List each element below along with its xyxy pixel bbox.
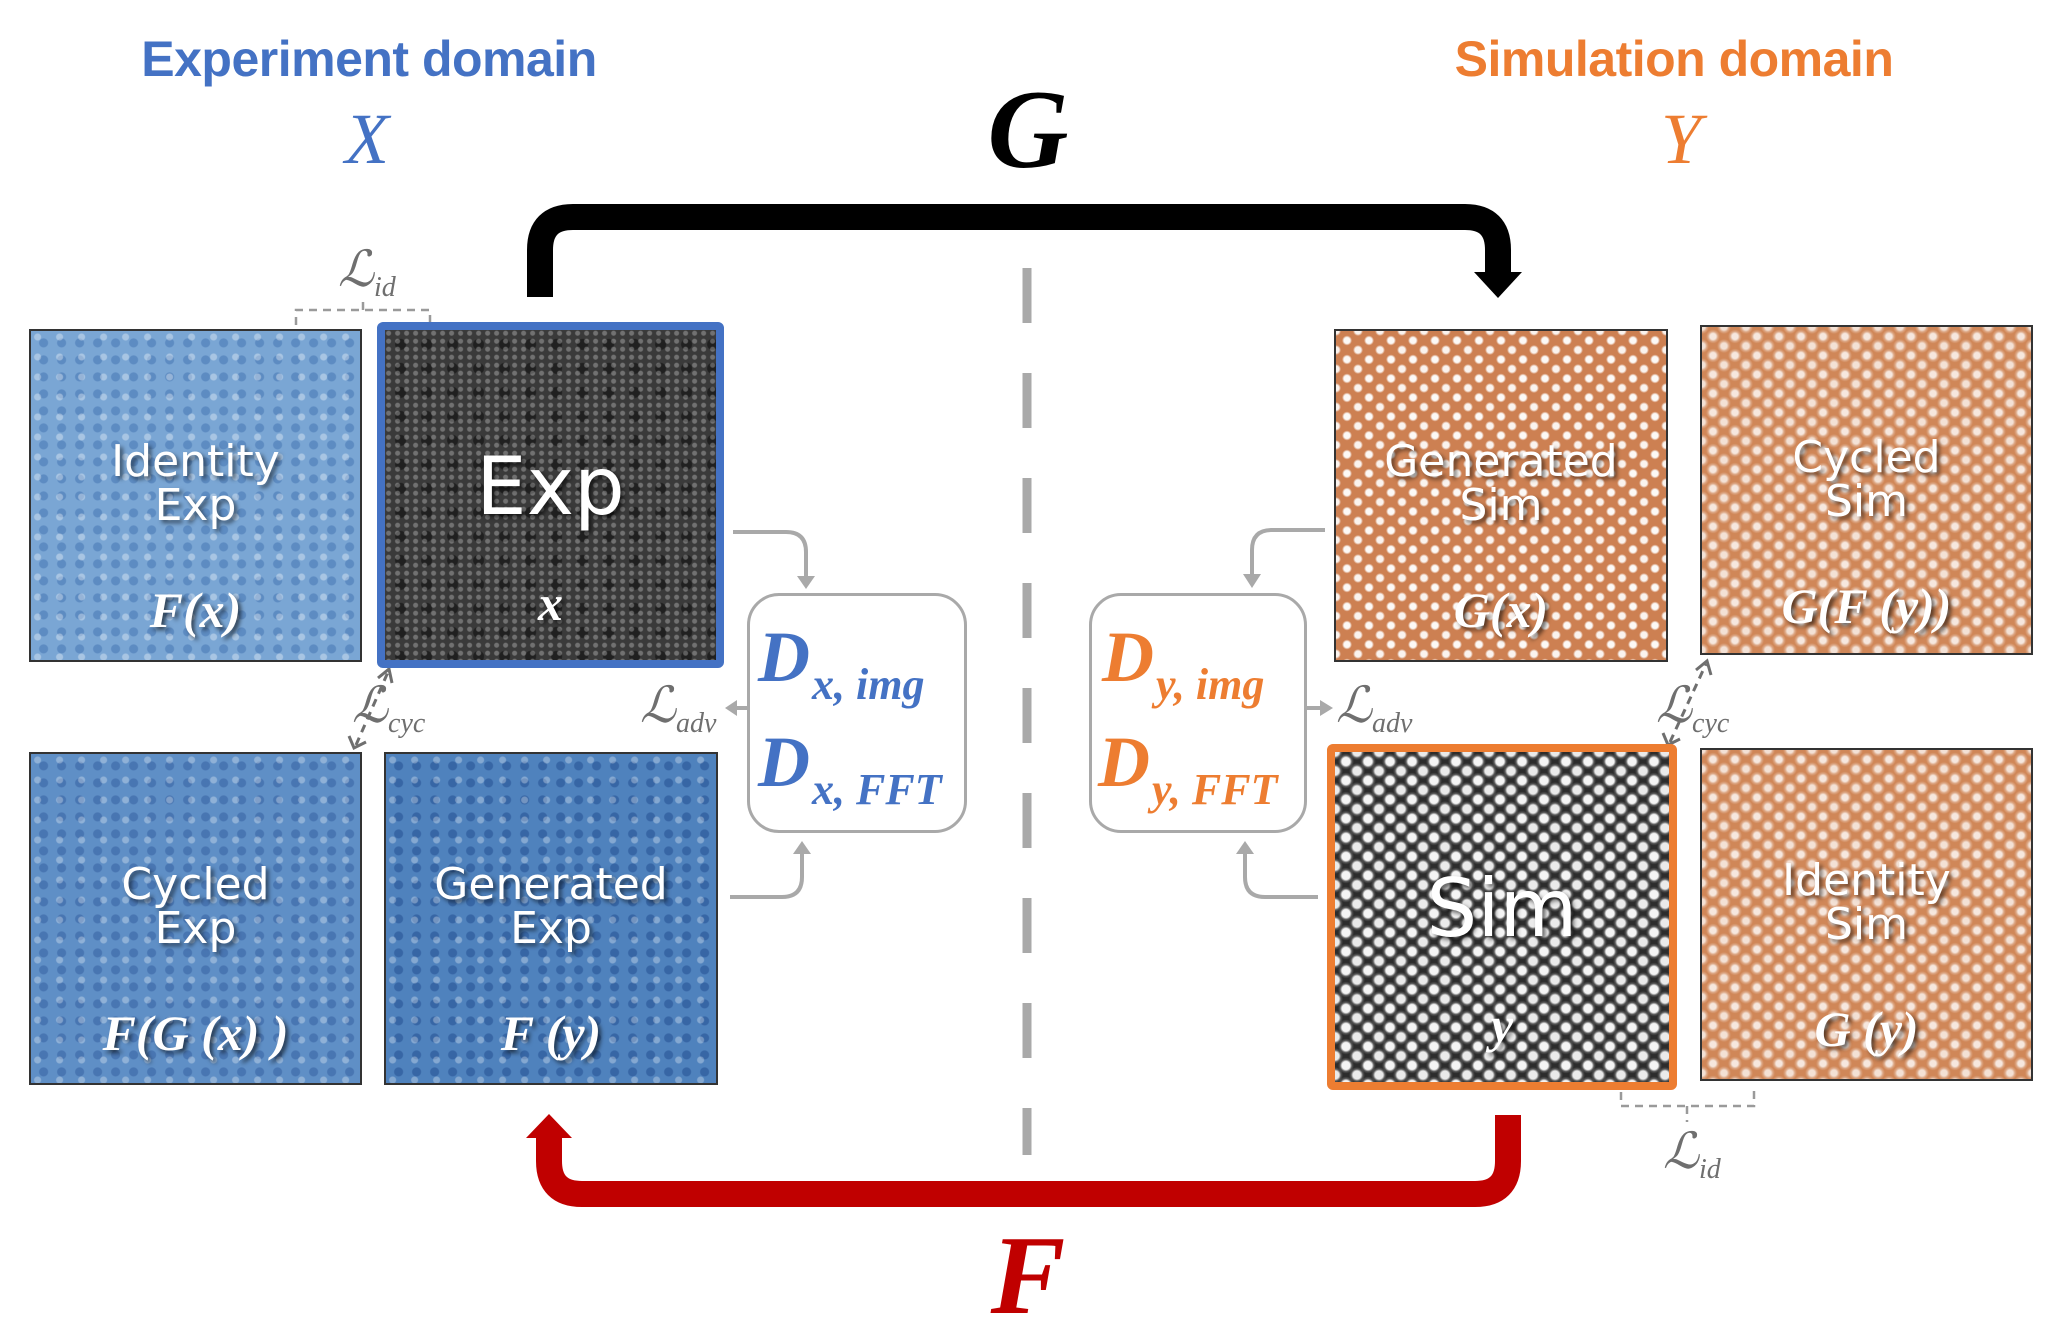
identity-loss-label-y: ℒid (1663, 1122, 1721, 1186)
loss-symbol: ℒ (1656, 676, 1693, 734)
generator-g-arrowhead (1474, 272, 1522, 298)
discriminator-x-box: Dx, img Dx, FFT (747, 593, 967, 833)
tile-title: Generated (434, 859, 668, 910)
cycle-loss-label-x: ℒcyc (352, 676, 425, 740)
cycle-loss-label-y: ℒcyc (1656, 676, 1729, 740)
tile-function: G (y) (1814, 1001, 1919, 1057)
loss-subscript: cyc (1692, 708, 1730, 739)
adversarial-loss-label-y: ℒadv (1336, 676, 1412, 740)
identity-loss-label-x: ℒid (338, 240, 396, 304)
tile-sim-input: Sim y (1327, 744, 1677, 1090)
tile-title: Identity (111, 436, 280, 487)
loss-symbol: ℒ (1663, 1122, 1700, 1180)
tile-subtitle: Exp (510, 903, 592, 954)
connector-gensim-to-dy (1250, 528, 1325, 576)
tile-subtitle: Exp (154, 903, 237, 954)
discriminator-subscript: x, img (812, 660, 925, 709)
loss-subscript: adv (676, 708, 717, 739)
loss-symbol: ℒ (338, 240, 375, 298)
adversarial-loss-label-x: ℒadv (640, 676, 716, 740)
cycle-loss-arrow-y (1668, 663, 1708, 743)
discriminator-subscript: y, img (1156, 660, 1265, 709)
connector-arrowhead (725, 700, 737, 716)
tile-generated-sim: Generated Sim G(x) (1334, 329, 1668, 662)
simulation-domain-variable: Y (1660, 99, 1702, 179)
tile-title: Identity (1782, 855, 1951, 906)
tile-title: Generated (1384, 436, 1618, 487)
connector-arrowhead (1243, 574, 1261, 588)
tile-subtitle: Sim (1459, 480, 1543, 531)
tile-title: Exp (476, 440, 625, 533)
tile-function: F(x) (149, 582, 242, 638)
cycle-arrowhead (1695, 658, 1713, 676)
discriminator-subscript: y, FFT (1152, 765, 1278, 814)
loss-symbol: ℒ (352, 676, 389, 734)
discriminator-y-img: Dy, img (1102, 616, 1264, 710)
discriminator-symbol: D (1098, 722, 1150, 802)
connector-genexp-to-dx (730, 852, 804, 899)
connector-arrowhead (793, 841, 811, 854)
generator-g-label: G (987, 68, 1069, 192)
discriminator-symbol: D (758, 617, 810, 697)
loss-symbol: ℒ (640, 676, 677, 734)
discriminator-y-box: Dy, img Dy, FFT (1089, 593, 1307, 833)
tile-title: Cycled (121, 859, 270, 910)
generator-f-arrowhead (526, 1114, 572, 1138)
identity-loss-bracket-x (294, 298, 432, 325)
experiment-domain-title: Experiment domain (141, 31, 597, 87)
tile-function: y (1490, 997, 1514, 1053)
identity-loss-bracket-y (1619, 1090, 1756, 1122)
connector-sim-to-dy (1243, 852, 1318, 899)
tile-function: F(G (x) ) (102, 1005, 289, 1061)
tile-function: x (538, 575, 563, 631)
generator-f-arrow (536, 1115, 1521, 1207)
discriminator-y-fft: Dy, FFT (1098, 721, 1277, 815)
tile-subtitle: Sim (1824, 476, 1908, 527)
tile-title: Sim (1426, 862, 1578, 955)
loss-subscript: id (374, 272, 396, 303)
discriminator-subscript: x, FFT (812, 765, 942, 814)
connector-arrowhead (1320, 700, 1333, 716)
tile-cycled-sim: Cycled Sim G(F (y)) (1700, 325, 2033, 655)
tile-subtitle: Exp (154, 480, 237, 531)
connector-arrowhead (797, 576, 815, 589)
tile-cycled-exp: Cycled Exp F(G (x) ) (29, 752, 362, 1085)
tile-identity-exp: Identity Exp F(x) (29, 329, 362, 662)
loss-subscript: id (1699, 1154, 1721, 1185)
cycle-arrowhead (347, 735, 367, 751)
loss-subscript: cyc (388, 708, 426, 739)
experiment-domain-variable: X (345, 99, 389, 179)
tile-function: G(x) (1453, 582, 1549, 638)
cycle-arrowhead (377, 666, 394, 684)
connector-arrowhead (1236, 841, 1254, 854)
generator-g-arrow (527, 204, 1511, 297)
discriminator-x-fft: Dx, FFT (758, 721, 942, 815)
simulation-domain-title: Simulation domain (1454, 31, 1894, 87)
tile-function: F (y) (500, 1005, 602, 1061)
loss-subscript: adv (1372, 708, 1413, 739)
discriminator-x-img: Dx, img (758, 616, 924, 710)
tile-identity-sim: Identity Sim G (y) (1700, 748, 2033, 1081)
tile-subtitle: Sim (1824, 899, 1908, 950)
tile-generated-exp: Generated Exp F (y) (384, 752, 718, 1085)
generator-f-label: F (990, 1214, 1066, 1318)
connector-exp-to-dx (733, 530, 808, 578)
tile-exp-input: Exp x (377, 322, 724, 668)
discriminator-symbol: D (758, 722, 810, 802)
tile-title: Cycled (1792, 432, 1941, 483)
loss-symbol: ℒ (1336, 676, 1373, 734)
tile-function: G(F (y)) (1781, 578, 1952, 634)
discriminator-symbol: D (1102, 617, 1154, 697)
